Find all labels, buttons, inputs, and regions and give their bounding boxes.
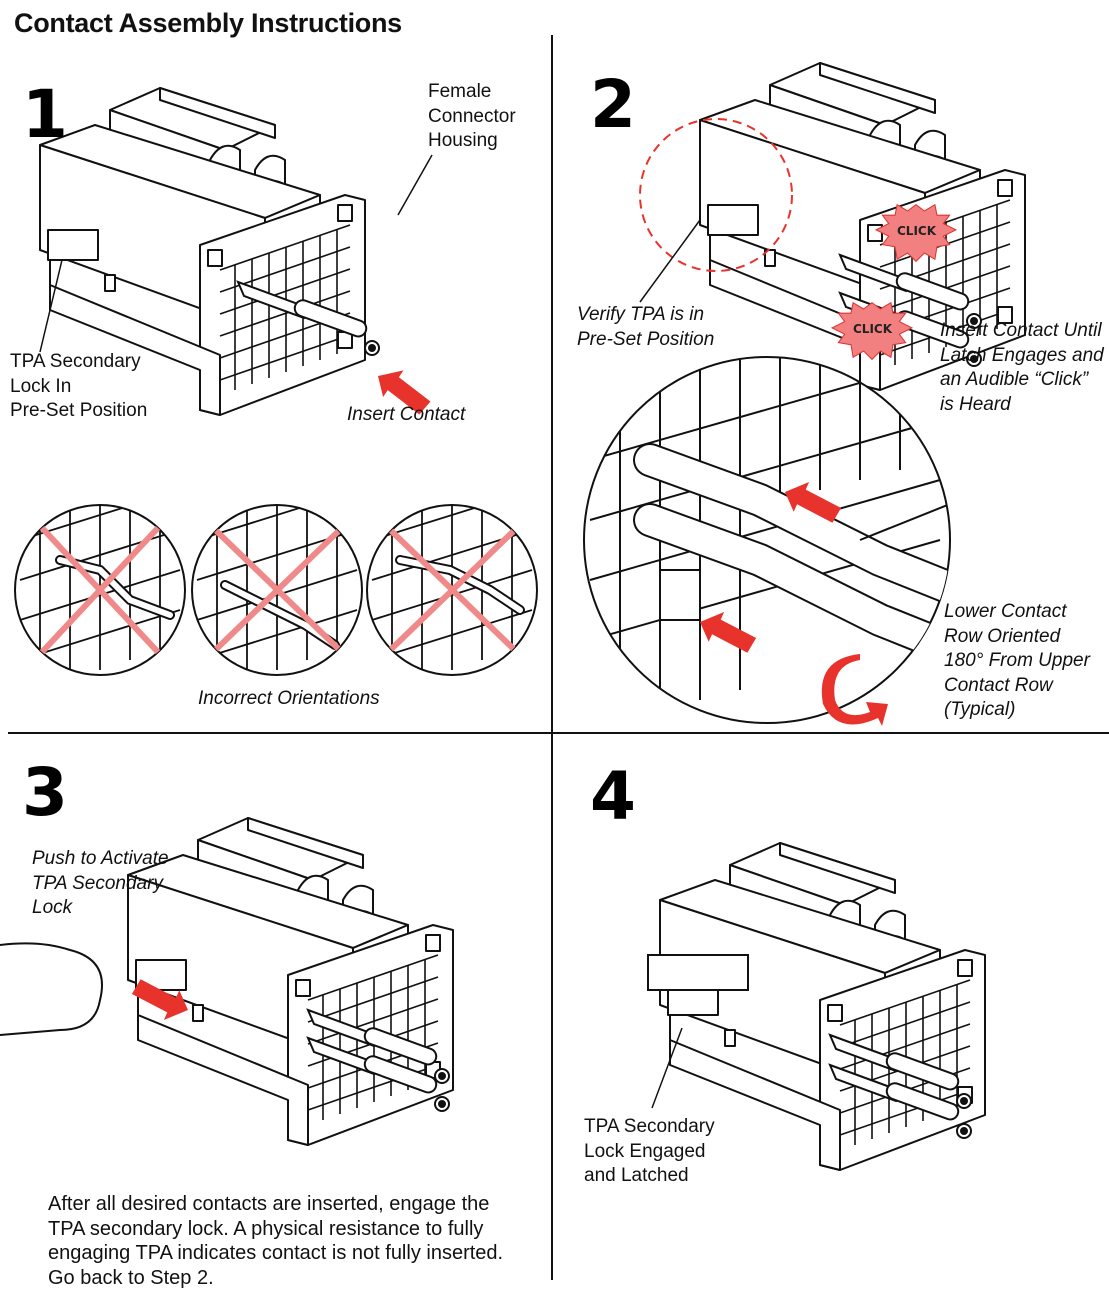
- tpa-preset-highlight: [639, 118, 793, 272]
- tpa-preset-callout: TPA Secondary Lock In Pre-Set Position: [10, 351, 148, 421]
- step-number-2: 2: [590, 66, 636, 143]
- push-activate-callout: Push to Activate TPA Secondary Lock: [32, 848, 169, 918]
- lower-row-callout: Lower Contact Row Oriented 180° From Upp…: [944, 601, 1090, 720]
- housing-callout: Female Connector Housing: [428, 81, 516, 151]
- insert-contact-callout: Insert Contact: [347, 404, 466, 425]
- step-number-4: 4: [590, 758, 636, 835]
- step3-connector: [127, 817, 454, 1146]
- housing-leader: [397, 154, 433, 216]
- page-title: Contact Assembly Instructions: [14, 8, 402, 38]
- incorrect-view-2: [191, 504, 363, 676]
- step3-note: After all desired contacts are inserted,…: [48, 1193, 504, 1289]
- step2-detail-view: [583, 356, 951, 724]
- click-label-lower: CLICK: [853, 322, 893, 336]
- rotate-arrow: [821, 654, 888, 726]
- verify-tpa-callout: Verify TPA is in Pre-Set Position: [577, 304, 715, 350]
- step4-connector: [647, 842, 986, 1171]
- engaged-leader: [651, 1027, 683, 1109]
- incorrect-orientations-caption: Incorrect Orientations: [198, 688, 380, 709]
- tpa-leader: [39, 259, 63, 353]
- finger: [0, 942, 103, 1036]
- incorrect-view-1: [14, 504, 186, 676]
- step-number-3: 3: [22, 754, 68, 831]
- tpa-engaged-callout: TPA Secondary Lock Engaged and Latched: [584, 1116, 715, 1186]
- insert-until-click-callout: Insert Contact Until Latch Engages and a…: [940, 320, 1104, 415]
- verify-leader: [639, 219, 701, 303]
- click-label-upper: CLICK: [897, 224, 937, 238]
- incorrect-view-3: [366, 504, 538, 676]
- step-number-1: 1: [22, 76, 68, 153]
